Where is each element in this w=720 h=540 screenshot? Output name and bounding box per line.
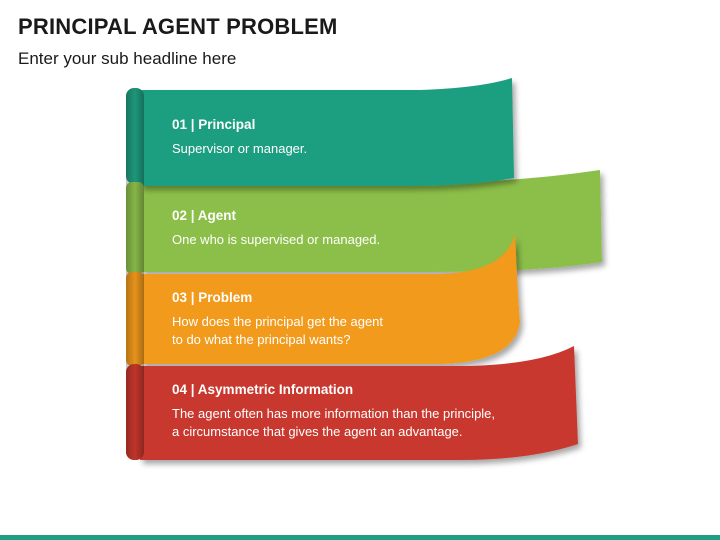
description-line: Supervisor or manager. [172,141,308,156]
item-asymmetric-information: 04 | Asymmetric Information The agent of… [172,381,495,441]
ribbon-principal [140,78,514,186]
description-line: One who is supervised or managed. [172,232,381,247]
page-subtitle: Enter your sub headline here [18,49,237,68]
ribbon-curl [126,88,144,460]
footer-bar [0,535,720,540]
item-description: How does the principal get the agent to … [172,313,383,349]
ribbon-asymmetric-information [140,346,578,460]
item-principal: 01 | Principal Supervisor or manager. [172,116,307,158]
item-problem: 03 | Problem How does the principal get … [172,289,383,349]
item-description: One who is supervised or managed. [172,231,380,249]
ribbon-problem [140,234,520,364]
description-line: How does the principal get the agent [172,314,384,329]
item-heading: 02 | Agent [172,208,237,223]
description-line: a circumstance that gives the agent an a… [172,424,463,439]
item-agent: 02 | Agent One who is supervised or mana… [172,207,380,249]
item-description: The agent often has more information tha… [172,405,495,441]
item-heading: 01 | Principal [172,117,256,132]
item-heading: 04 | Asymmetric Information [172,382,354,397]
description-line: The agent often has more information tha… [172,406,496,421]
description-line: to do what the principal wants? [172,332,351,347]
ribbon-agent [140,170,602,272]
page-title: PRINCIPAL AGENT PROBLEM [18,14,338,39]
item-heading: 03 | Problem [172,290,253,305]
item-description: Supervisor or manager. [172,140,307,158]
